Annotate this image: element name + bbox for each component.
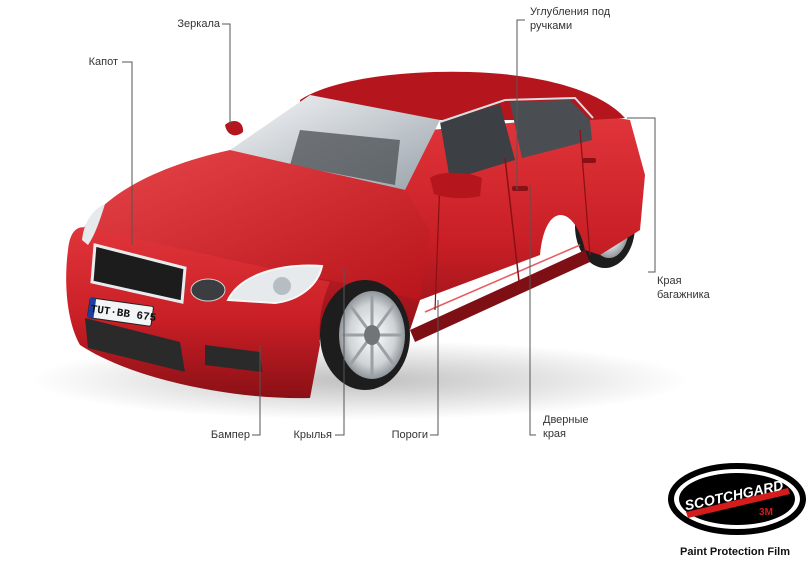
door-line bbox=[504, 157, 521, 291]
scotchgard-logo: SCOTCHGARD 3M bbox=[668, 463, 806, 535]
lower-intake bbox=[85, 318, 185, 372]
side-window-front bbox=[440, 104, 515, 180]
label-mirrors: Зеркала bbox=[177, 18, 220, 30]
label-trunk-edges: Края багажника bbox=[657, 275, 710, 301]
logo-caption: Paint Protection Film bbox=[679, 546, 790, 558]
side-window-rear bbox=[510, 100, 592, 158]
car-hood bbox=[75, 150, 430, 300]
side-mirror-left bbox=[225, 120, 244, 136]
label-door-edges: Дверные края bbox=[543, 414, 589, 440]
side-mirror-right bbox=[430, 172, 482, 199]
label-handle-recesses: Углубления под ручками bbox=[530, 6, 611, 32]
interior bbox=[290, 130, 400, 185]
fog-light bbox=[190, 278, 226, 302]
front-wheel bbox=[320, 280, 410, 390]
maker-3m-mark: 3M bbox=[759, 507, 773, 518]
label-bumper: Бампер bbox=[210, 429, 250, 441]
license-plate: TUT·BB 675 bbox=[87, 297, 157, 327]
front-grille bbox=[90, 243, 187, 304]
label-fenders: Крылья bbox=[293, 429, 332, 441]
window-chrome bbox=[439, 96, 594, 123]
door-handle-front bbox=[512, 186, 528, 191]
door-handle-rear bbox=[582, 158, 596, 163]
label-hood: Капот bbox=[88, 56, 118, 68]
leader-lines bbox=[122, 19, 656, 436]
side-skirt bbox=[410, 250, 590, 342]
label-sills: Пороги bbox=[391, 429, 428, 441]
headlight-left bbox=[82, 204, 105, 245]
